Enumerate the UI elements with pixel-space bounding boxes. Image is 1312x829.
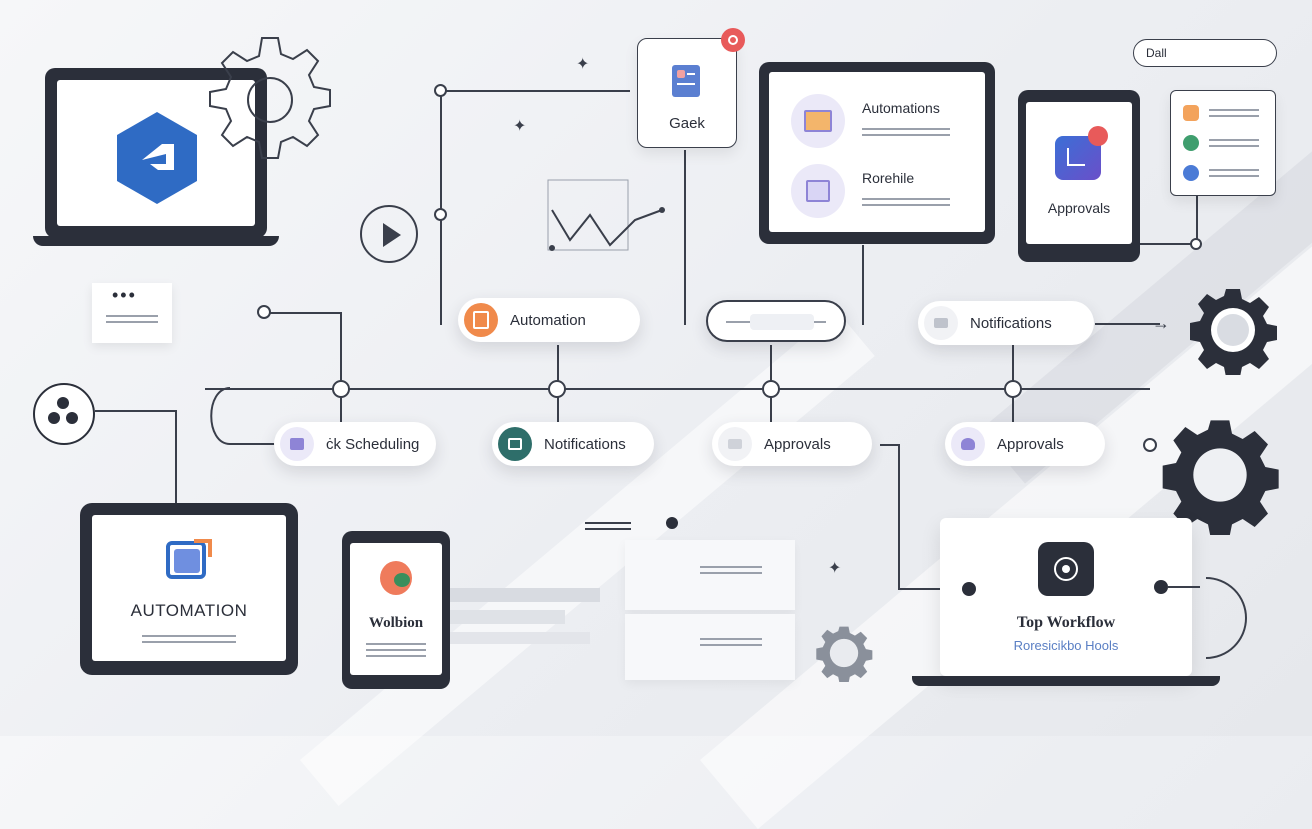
share-icon[interactable]: [33, 383, 95, 445]
connector-node: [548, 380, 566, 398]
task-card[interactable]: Gaek: [637, 38, 737, 148]
gear-icon: [816, 626, 873, 682]
connector-node: [1004, 380, 1022, 398]
pill-approvals[interactable]: Approvals: [712, 422, 872, 466]
laptop: [45, 68, 267, 238]
tablet: AUTOMATION: [80, 503, 298, 675]
connector: [340, 388, 342, 438]
search-input[interactable]: Dall: [1133, 39, 1277, 67]
chart-icon: [547, 179, 665, 251]
message-icon: [498, 427, 532, 461]
connector-node: [257, 305, 271, 319]
connector-node: [666, 517, 678, 529]
connector: [1136, 243, 1196, 245]
connector: [862, 245, 864, 325]
connector: [340, 312, 342, 388]
monitor-item-label: Automations: [862, 100, 940, 116]
arc-connector: [1205, 577, 1247, 659]
pill-slider[interactable]: [706, 300, 846, 342]
connector-node: [1143, 438, 1157, 452]
monitor: Automations Rorehile: [759, 62, 995, 244]
calendar-icon: [280, 427, 314, 461]
connector-node: [1190, 238, 1202, 250]
tablet-label: Approvals: [1047, 200, 1111, 216]
phone-label: Wolbion: [368, 615, 424, 631]
gear-icon: [1162, 420, 1279, 535]
pill-notifications[interactable]: Notifications: [918, 301, 1094, 345]
automation-icon: [464, 303, 498, 337]
pill-automation[interactable]: Automation: [458, 298, 640, 342]
document-icon: [625, 614, 795, 680]
connector: [684, 150, 686, 325]
connector-node: [434, 84, 447, 97]
list-card: [1170, 90, 1276, 196]
pill-label: Approvals: [997, 435, 1064, 453]
connector: [898, 588, 968, 590]
connector: [1095, 323, 1160, 325]
pill-label: Automation: [510, 311, 586, 329]
connector: [175, 410, 177, 505]
bell-icon: [924, 306, 958, 340]
connector-node: [332, 380, 350, 398]
pill-label: ċk Scheduling: [326, 435, 420, 453]
gear-icon: [209, 37, 331, 159]
calendar-icon: [791, 164, 845, 218]
palette-icon: [380, 561, 412, 595]
automations-icon: [791, 94, 845, 148]
connector: [440, 90, 630, 92]
arrow-icon: →: [1152, 313, 1170, 333]
connector-node: [1154, 580, 1168, 594]
tablet: Approvals: [1018, 90, 1140, 262]
pill-label: Approvals: [764, 435, 831, 453]
workflow-subtitle: Roresicikbo Hools: [1013, 638, 1119, 653]
tablet-label: AUTOMATION: [130, 601, 248, 620]
search-value: Dall: [1146, 46, 1167, 60]
connector: [440, 90, 442, 325]
chat-bubble-icon: •••: [92, 283, 172, 343]
connector: [95, 410, 175, 412]
connector-node: [434, 208, 447, 221]
pill-notifications[interactable]: Notifications: [492, 422, 654, 466]
pill-label: Notifications: [544, 435, 626, 453]
image-icon: [672, 65, 700, 97]
automation-logo-icon: [166, 539, 212, 583]
connector-node: [762, 380, 780, 398]
document-icon: [625, 540, 795, 610]
hexagon-logo-icon: [117, 112, 197, 204]
pill-scheduling[interactable]: ċk Scheduling: [274, 422, 436, 466]
pill-label: Notifications: [970, 314, 1052, 332]
workflow-title: Top Workflow: [1016, 614, 1116, 631]
approvals-icon: [951, 427, 985, 461]
connector: [264, 312, 340, 314]
card-label: Gaek: [669, 115, 705, 132]
phone: Wolbion: [342, 531, 450, 689]
monitor-item-label: Rorehile: [862, 170, 915, 186]
connector-node: [962, 582, 976, 596]
connector: [205, 388, 1150, 390]
pill-approvals[interactable]: Approvals: [945, 422, 1105, 466]
approvals-icon: [718, 427, 752, 461]
connector: [880, 444, 900, 446]
connector: [1196, 195, 1198, 245]
gear-icon: [1190, 289, 1277, 375]
notification-dot: [721, 28, 745, 52]
workflow-icon: [1038, 542, 1094, 596]
play-icon[interactable]: [360, 205, 418, 263]
connector: [898, 444, 900, 589]
workflow-card[interactable]: Top Workflow Roresicikbo Hools: [940, 518, 1192, 676]
loop-connector: [210, 387, 280, 445]
